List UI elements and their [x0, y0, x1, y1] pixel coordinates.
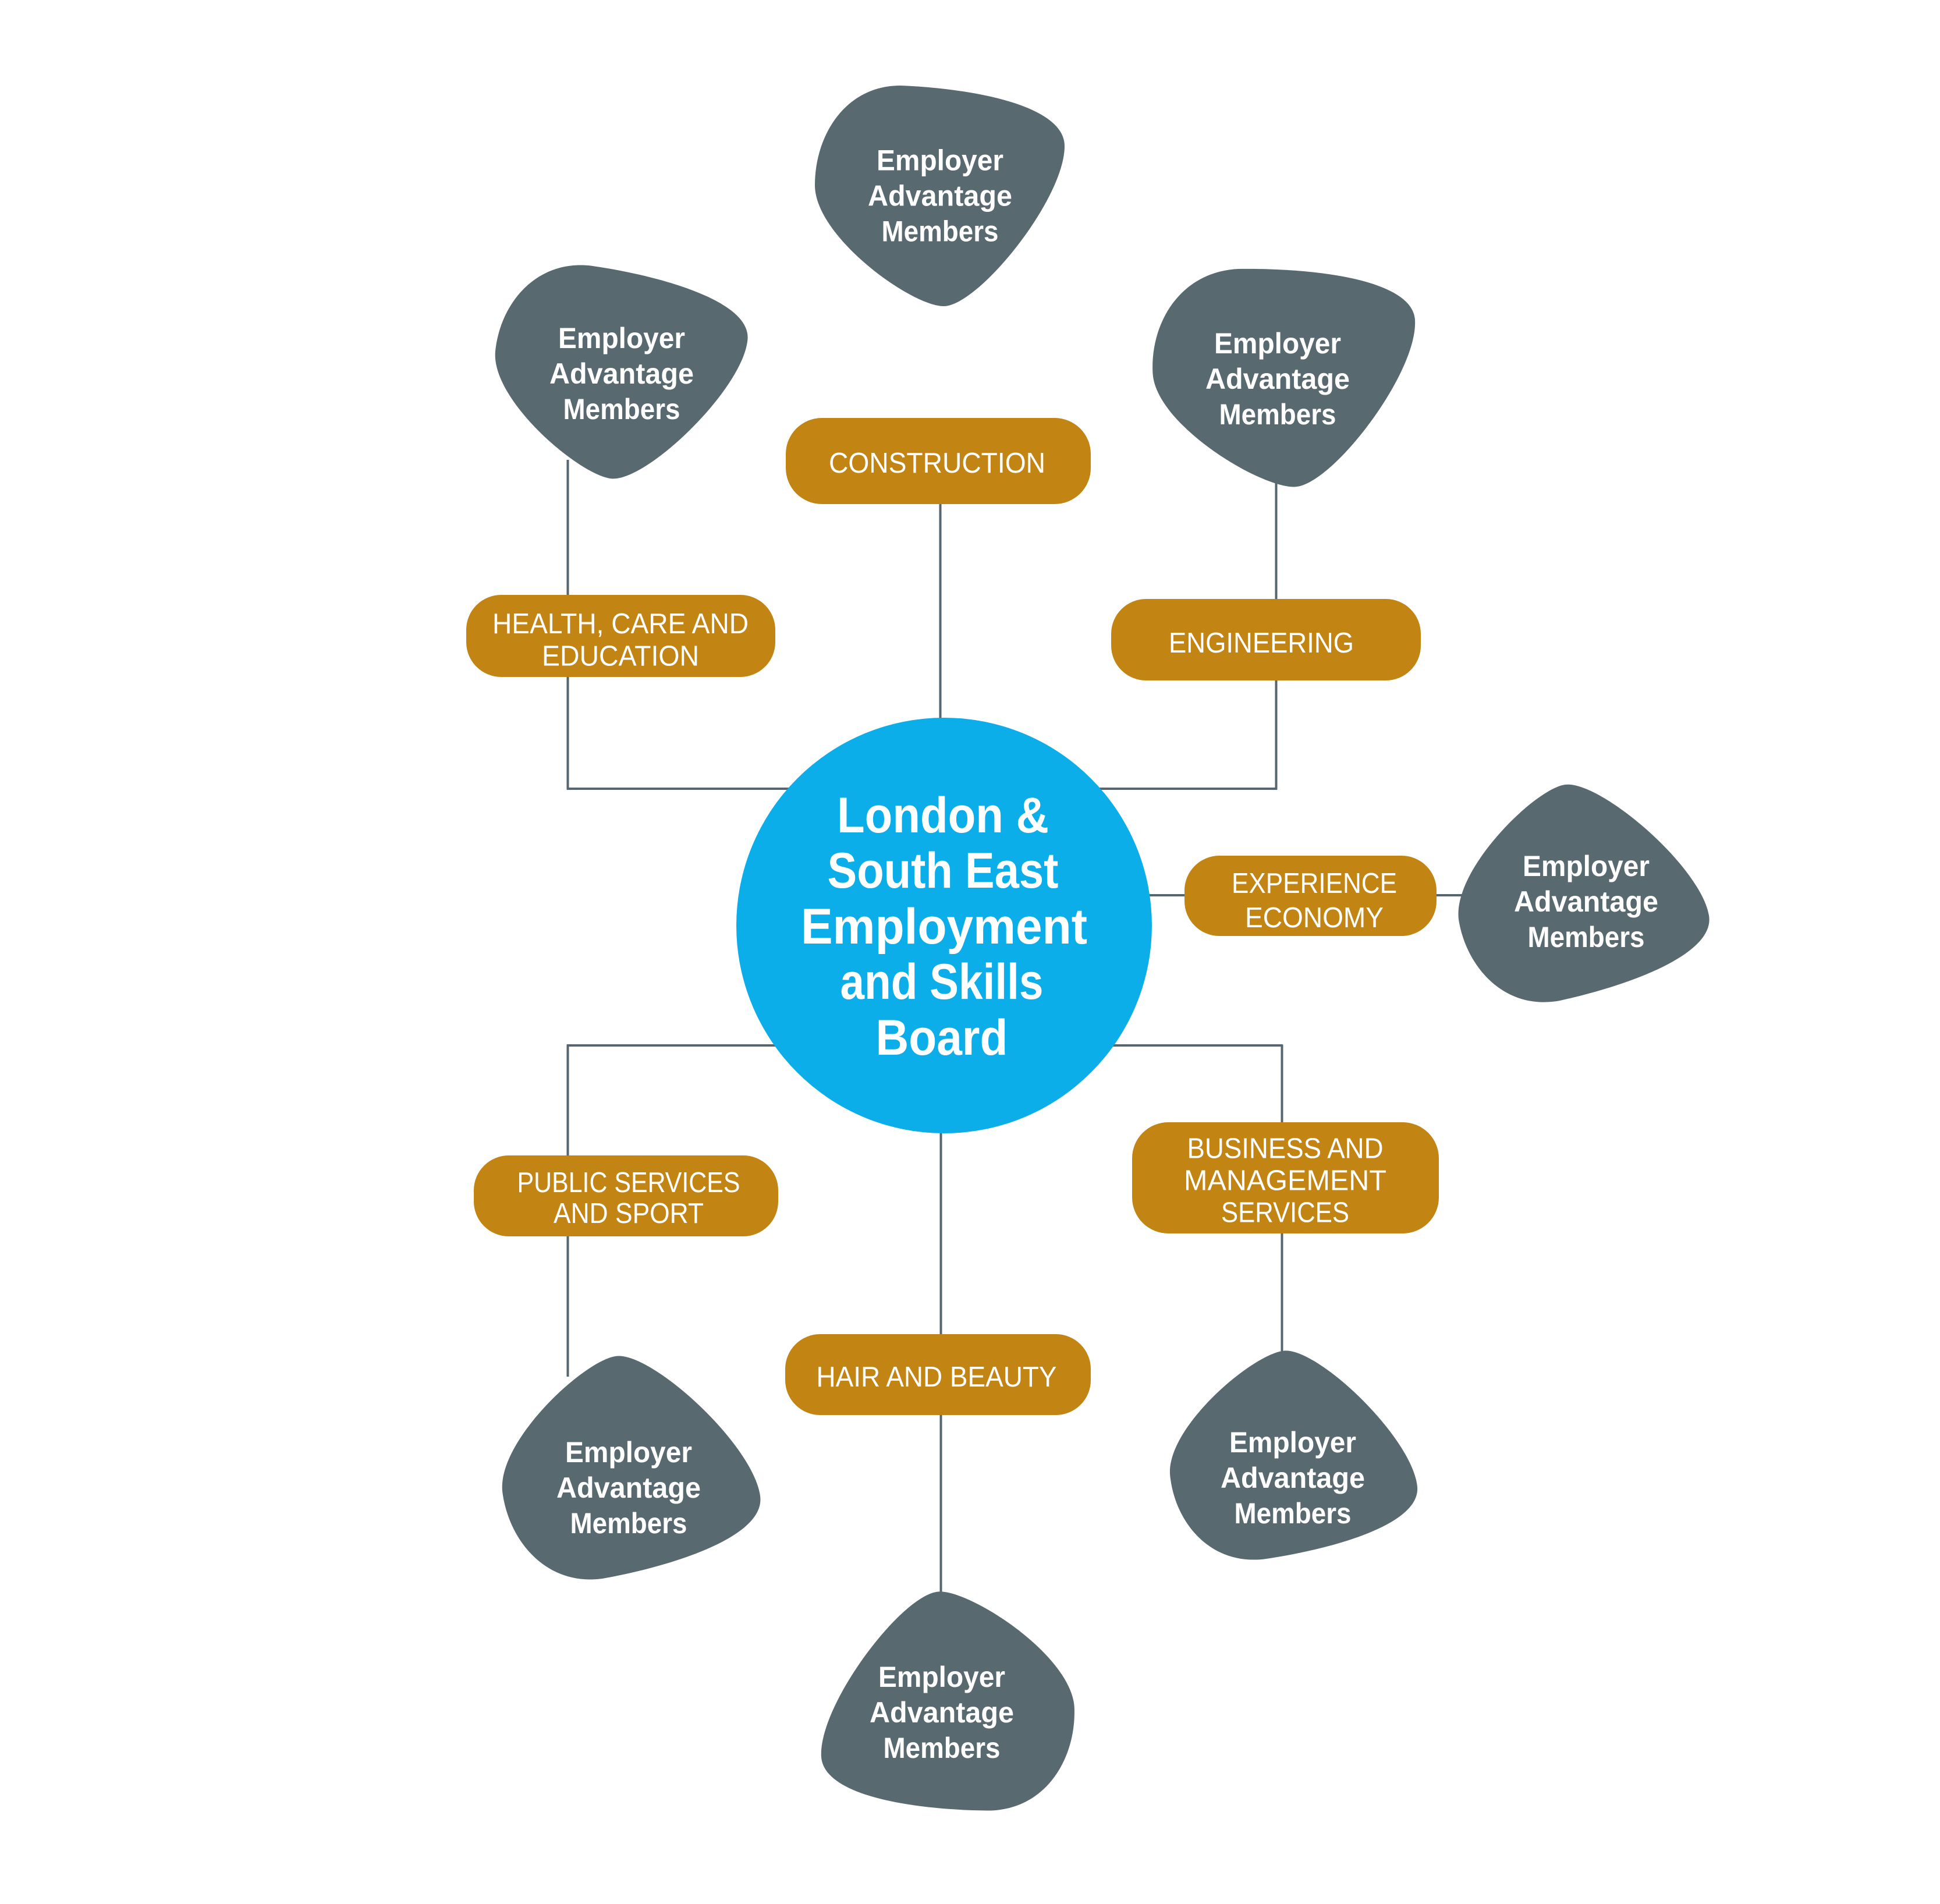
- svg-text:Advantage: Advantage: [1205, 363, 1350, 395]
- svg-text:and Skills: and Skills: [840, 954, 1044, 1010]
- svg-text:Members: Members: [1219, 398, 1336, 431]
- svg-text:Employer: Employer: [1229, 1426, 1356, 1459]
- svg-text:HEALTH, CARE AND: HEALTH, CARE AND: [492, 608, 749, 640]
- svg-text:Members: Members: [570, 1507, 687, 1540]
- svg-text:PUBLIC SERVICES: PUBLIC SERVICES: [517, 1166, 740, 1199]
- svg-text:EXPERIENCE: EXPERIENCE: [1232, 867, 1397, 899]
- svg-text:Employer: Employer: [558, 322, 685, 354]
- svg-text:Employer: Employer: [877, 144, 1003, 177]
- svg-text:Advantage: Advantage: [868, 180, 1012, 212]
- svg-text:Employment: Employment: [801, 899, 1087, 955]
- svg-text:Advantage: Advantage: [1221, 1462, 1365, 1494]
- svg-text:BUSINESS AND: BUSINESS AND: [1187, 1133, 1384, 1165]
- svg-text:Employer: Employer: [1214, 327, 1341, 360]
- svg-text:HAIR AND BEAUTY: HAIR AND BEAUTY: [817, 1361, 1057, 1393]
- svg-text:SERVICES: SERVICES: [1221, 1197, 1349, 1229]
- svg-text:EDUCATION: EDUCATION: [542, 640, 699, 672]
- svg-text:Members: Members: [563, 393, 680, 426]
- svg-text:Employer: Employer: [878, 1661, 1005, 1693]
- svg-text:London &: London &: [837, 788, 1049, 843]
- svg-text:Employer: Employer: [565, 1436, 692, 1469]
- svg-text:Advantage: Advantage: [870, 1696, 1014, 1729]
- svg-text:Employer: Employer: [1523, 850, 1650, 882]
- svg-text:Advantage: Advantage: [1514, 885, 1658, 918]
- svg-text:ECONOMY: ECONOMY: [1245, 902, 1384, 934]
- svg-text:Advantage: Advantage: [556, 1472, 701, 1504]
- svg-text:South East: South East: [828, 843, 1059, 899]
- svg-text:Members: Members: [882, 215, 999, 248]
- svg-text:CONSTRUCTION: CONSTRUCTION: [829, 447, 1045, 479]
- svg-text:MANAGEMENT: MANAGEMENT: [1184, 1165, 1386, 1197]
- svg-text:Members: Members: [1235, 1497, 1352, 1530]
- svg-text:Advantage: Advantage: [549, 357, 694, 390]
- svg-text:Members: Members: [1528, 921, 1645, 953]
- svg-text:AND SPORT: AND SPORT: [554, 1197, 704, 1229]
- svg-text:Members: Members: [884, 1732, 1001, 1764]
- svg-text:Board: Board: [876, 1010, 1008, 1066]
- svg-text:ENGINEERING: ENGINEERING: [1169, 627, 1354, 659]
